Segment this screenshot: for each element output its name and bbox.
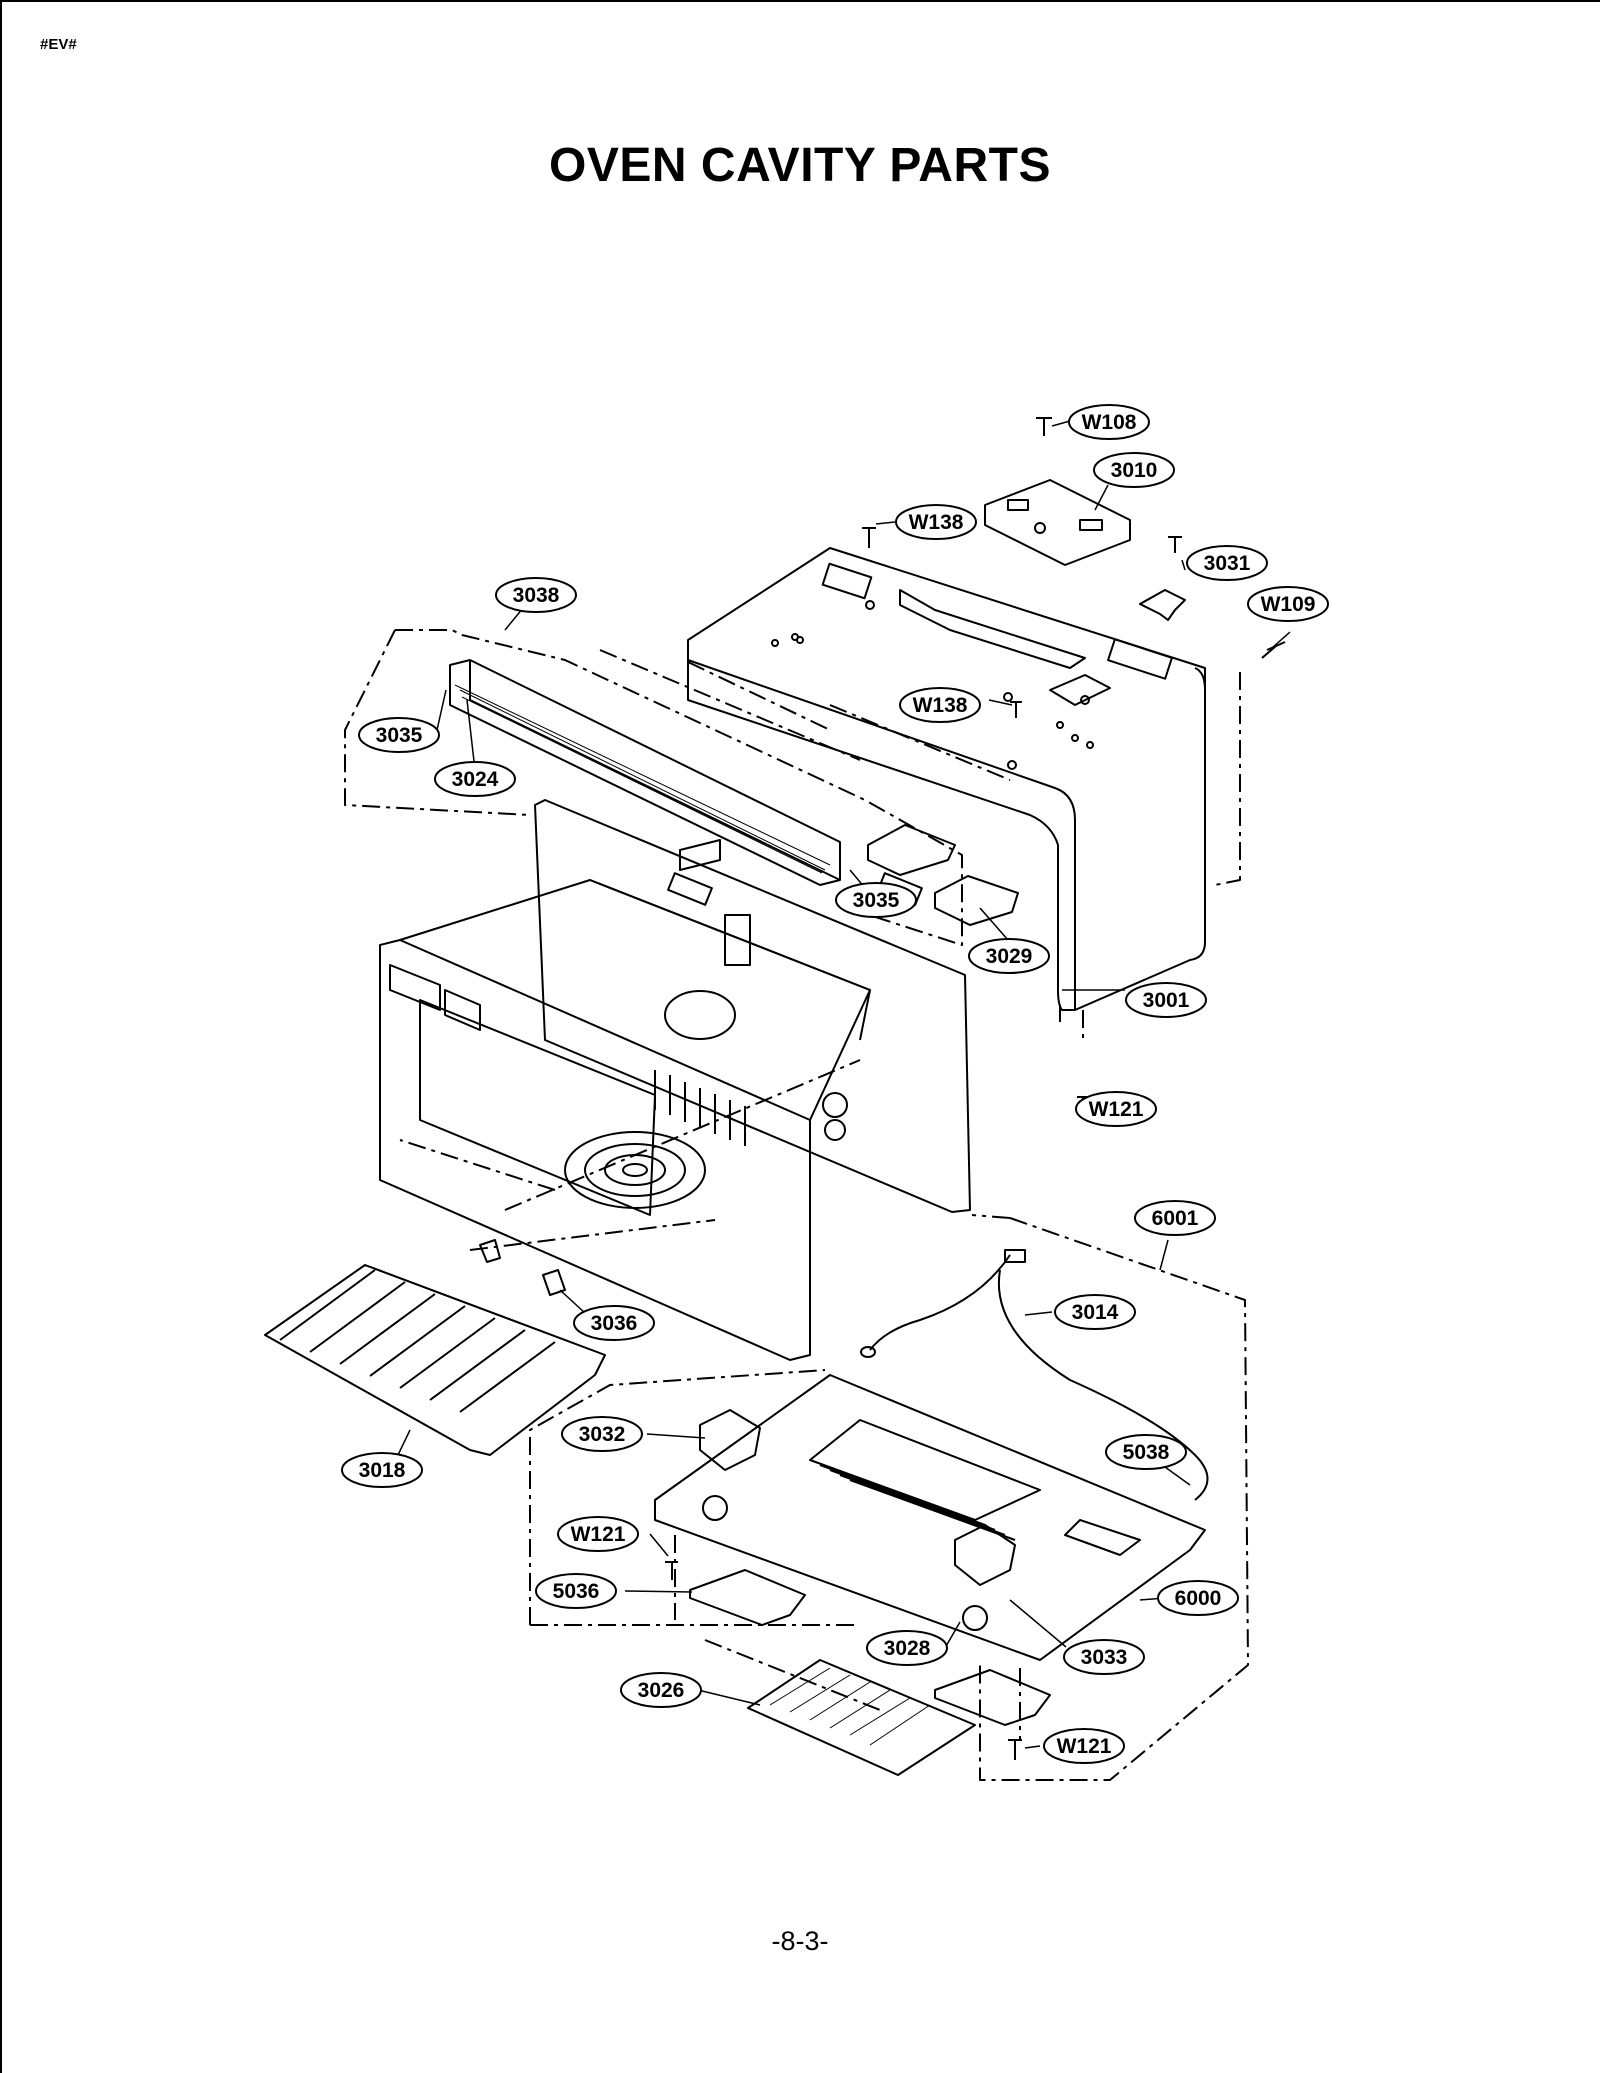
callout-w121-bottom: W121 — [1043, 1728, 1125, 1764]
callout-ellipse — [1134, 1200, 1216, 1236]
callout-3031: 3031 — [1186, 545, 1268, 581]
callout-3014: 3014 — [1054, 1294, 1136, 1330]
callout-3024: 3024 — [434, 761, 516, 797]
callout-label: 3032 — [579, 1423, 626, 1446]
callout-ellipse — [895, 504, 977, 540]
callout-label: 3024 — [452, 768, 499, 791]
callout-3036: 3036 — [573, 1305, 655, 1341]
fan-assembly — [699, 1409, 1016, 1631]
callout-ellipse — [1125, 982, 1207, 1018]
callout-label: 3010 — [1111, 459, 1158, 482]
page-title: OVEN CAVITY PARTS — [549, 139, 1051, 192]
callout-label: 3014 — [1072, 1301, 1119, 1324]
callout-w121-left: W121 — [557, 1516, 639, 1552]
callout-5036: 5036 — [535, 1573, 617, 1609]
callout-label: 6001 — [1152, 1207, 1199, 1230]
callout-ellipse — [1186, 545, 1268, 581]
bracket-3031 — [1139, 589, 1186, 621]
callout-ellipse — [1043, 1728, 1125, 1764]
callout-ellipse — [495, 577, 577, 613]
oven-rack — [264, 1264, 606, 1456]
callout-ellipse — [620, 1672, 702, 1708]
callout-ellipse — [434, 761, 516, 797]
callout-3035-mid: 3035 — [835, 882, 917, 918]
callout-label: 3036 — [591, 1312, 638, 1335]
bracket-3029 — [867, 824, 1019, 926]
callout-ellipse — [1093, 452, 1175, 488]
callout-3010: 3010 — [1093, 452, 1175, 488]
callout-ellipse — [1157, 1580, 1239, 1616]
callout-ellipse — [968, 938, 1050, 974]
callout-ellipse — [1105, 1434, 1187, 1470]
screw-icons — [665, 417, 1286, 1760]
callout-w138-top: W138 — [895, 504, 977, 540]
callout-label: 3035 — [853, 889, 900, 912]
wire-harness — [860, 1249, 1209, 1501]
leader-lines — [397, 420, 1291, 1749]
group-outlines — [344, 629, 1249, 1781]
callout-3035-left: 3035 — [358, 717, 440, 753]
callout-3001: 3001 — [1125, 982, 1207, 1018]
callout-6001: 6001 — [1134, 1200, 1216, 1236]
callout-ellipse — [835, 882, 917, 918]
callout-5038: 5038 — [1105, 1434, 1187, 1470]
callout-label: W108 — [1082, 411, 1137, 434]
callout-ellipse — [535, 1573, 617, 1609]
callout-label: W109 — [1261, 593, 1316, 616]
callout-ellipse — [1247, 586, 1329, 622]
callout-w138-mid: W138 — [899, 687, 981, 723]
callout-ellipse — [341, 1452, 423, 1488]
callout-label: 6000 — [1175, 1587, 1222, 1610]
callout-label: W138 — [909, 511, 964, 534]
callout-label: 3028 — [884, 1637, 931, 1660]
filter-brackets — [689, 1569, 1051, 1726]
base-plate — [654, 1374, 1206, 1661]
callout-3028: 3028 — [866, 1630, 948, 1666]
callout-ellipse — [866, 1630, 948, 1666]
grease-filter — [747, 1659, 976, 1776]
top-plate — [984, 479, 1131, 566]
callout-label: 3031 — [1204, 552, 1251, 575]
callout-3018: 3018 — [341, 1452, 423, 1488]
callout-label: W138 — [913, 694, 968, 717]
callout-label: 3033 — [1081, 1646, 1128, 1669]
callout-ellipse — [1054, 1294, 1136, 1330]
latch-3036 — [479, 1239, 566, 1296]
vent-grille — [449, 659, 841, 886]
callout-3032: 3032 — [561, 1416, 643, 1452]
callout-label: 3018 — [359, 1459, 406, 1482]
callout-ellipse — [1068, 404, 1150, 440]
callout-ellipse — [358, 717, 440, 753]
callout-w109: W109 — [1247, 586, 1329, 622]
callout-label: W121 — [571, 1523, 626, 1546]
callout-3029: 3029 — [968, 938, 1050, 974]
callout-ellipse — [561, 1416, 643, 1452]
callout-6000: 6000 — [1157, 1580, 1239, 1616]
page-number: -8-3- — [771, 1926, 829, 1956]
callout-label: 5036 — [553, 1580, 600, 1603]
callout-3038: 3038 — [495, 577, 577, 613]
callout-ellipse — [1063, 1639, 1145, 1675]
callout-w108-top: W108 — [1068, 404, 1150, 440]
callout-w121-right: W121 — [1075, 1091, 1157, 1127]
callout-ellipse — [1075, 1091, 1157, 1127]
callout-3033: 3033 — [1063, 1639, 1145, 1675]
callout-ellipse — [899, 687, 981, 723]
callout-label: 3001 — [1143, 989, 1190, 1012]
callout-label: W121 — [1089, 1098, 1144, 1121]
callout-label: 3029 — [986, 945, 1033, 968]
page-code: #EV# — [40, 36, 77, 53]
callout-label: 3035 — [376, 724, 423, 747]
callout-label: 3038 — [513, 584, 560, 607]
callout-label: W121 — [1057, 1735, 1112, 1758]
callout-label: 3026 — [638, 1679, 685, 1702]
callout-ellipse — [557, 1516, 639, 1552]
callout-ellipse — [573, 1305, 655, 1341]
callout-label: 5038 — [1123, 1441, 1170, 1464]
callout-3026: 3026 — [620, 1672, 702, 1708]
